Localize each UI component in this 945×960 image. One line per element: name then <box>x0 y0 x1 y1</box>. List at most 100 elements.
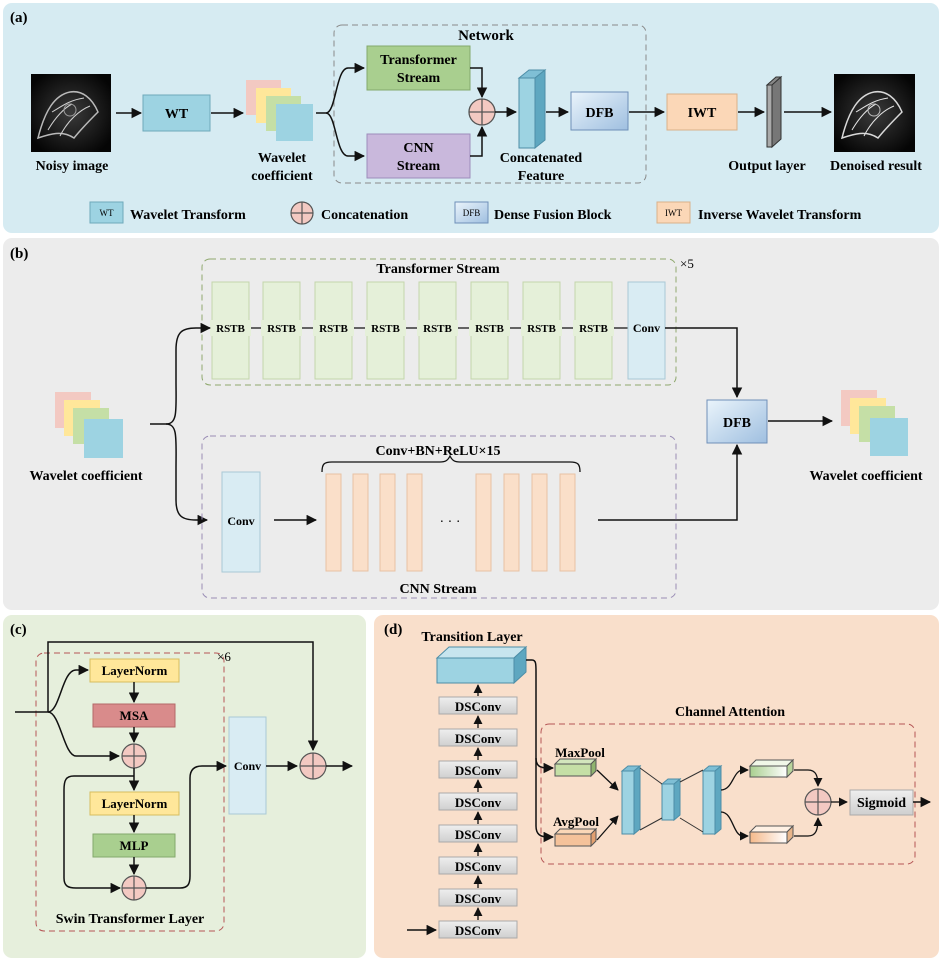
concat-icon-c2 <box>121 875 147 901</box>
conv-c-block <box>228 716 267 815</box>
dsconv-block: DSConv <box>438 856 518 875</box>
dsconv-block: DSConv <box>438 696 518 715</box>
panel-c: (c) ×6 LayerNorm MSA LayerNorm MLP <box>3 615 366 958</box>
cnn-ellipsis: · · · <box>440 515 461 530</box>
conv-bottom-block <box>221 471 261 573</box>
cnn-bar <box>379 473 396 572</box>
dfb-block <box>570 91 629 131</box>
network-title: Network <box>458 28 514 44</box>
legend-wt-swatch <box>89 201 124 224</box>
panel-c-background <box>3 615 366 958</box>
conv-top-block <box>627 281 666 380</box>
cnn-line2: Stream <box>397 159 441 174</box>
denoised-image <box>834 74 915 152</box>
maxpool-block <box>553 757 598 778</box>
dsconv-block: DSConv <box>438 760 518 779</box>
wt-block-label: WT <box>165 107 189 122</box>
attention-max-vector <box>748 758 795 779</box>
cnn-bar <box>531 473 548 572</box>
dsconv-label: DSConv <box>455 827 502 842</box>
swin-repeat: ×6 <box>217 649 231 664</box>
maxpool-label: MaxPool <box>555 745 605 760</box>
dsconv-block: DSConv <box>438 728 518 747</box>
rstb-label: RSTB <box>319 323 348 335</box>
cnn-brace <box>321 454 581 473</box>
dsconv-label: DSConv <box>455 763 502 778</box>
arrow-to-avgpool <box>535 758 555 843</box>
noisy-image <box>31 74 111 152</box>
dfb-label: DFB <box>586 106 614 121</box>
cnn-brace-label: Conv+BN+ReLU×15 <box>375 444 500 459</box>
iwt-label: IWT <box>688 106 717 121</box>
concatenation-icon <box>468 98 496 126</box>
arrow-cnn-to-dfb <box>598 443 743 521</box>
sigmoid-label: Sigmoid <box>857 796 906 811</box>
rstb-block: RSTB <box>521 281 562 380</box>
arrow-to-transformer-b <box>150 322 212 425</box>
dsconv-label: DSConv <box>455 923 502 938</box>
arrow-to-cnn-b <box>165 423 209 526</box>
wavelet-coef-line1: Wavelet <box>258 151 307 166</box>
legend-wt-text: Wavelet Transform <box>130 208 246 223</box>
panel-b: (b) Transformer Stream ×5 RSTB RSTB RSTB… <box>3 238 939 610</box>
swin-outer-skip <box>47 641 319 752</box>
dfb-b-block <box>706 399 768 444</box>
panel-c-tag: (c) <box>10 622 27 638</box>
wavelet-coefficient-output <box>841 390 908 456</box>
rstb-block: RSTB <box>313 281 354 380</box>
dsconv-block: DSConv <box>438 792 518 811</box>
swin-caption: Swin Transformer Layer <box>56 912 205 927</box>
legend-iwt-icon: IWT <box>665 208 682 218</box>
cnn-bar <box>559 473 576 572</box>
dsconv-label: DSConv <box>455 795 502 810</box>
rstb-label: RSTB <box>527 323 556 335</box>
cnn-line1: CNN <box>403 141 433 156</box>
swin-inner-skip <box>63 775 134 894</box>
rstb-label: RSTB <box>579 323 608 335</box>
channel-mlp <box>620 764 723 836</box>
legend-iwt-swatch <box>656 201 691 224</box>
conv-c-label: Conv <box>234 759 261 773</box>
cnn-bars <box>325 473 576 572</box>
dsconv-label: DSConv <box>455 731 502 746</box>
wavelet-coefficient-stack <box>246 80 313 141</box>
rstb-label: RSTB <box>475 323 504 335</box>
dsconv-block: DSConv <box>438 824 518 843</box>
panel-b-tag: (b) <box>10 246 28 262</box>
rstb-label: RSTB <box>216 323 245 335</box>
dsconv-label: DSConv <box>455 699 502 714</box>
rstb-block: RSTB <box>469 281 510 380</box>
panel-d: (d) Transition Layer DSConv DSConv DSCon… <box>374 615 939 958</box>
concatenated-feature-block <box>517 68 547 150</box>
dsconv-block: DSConv <box>438 920 518 939</box>
iwt-block <box>666 93 738 131</box>
rstb-block: RSTB <box>261 281 302 380</box>
arrow-to-transformer <box>325 62 366 114</box>
dsconv-column: DSConv DSConv DSConv DSConv DSConv DSCon… <box>438 684 518 939</box>
transformer-stream-block <box>366 45 471 91</box>
rstb-label: RSTB <box>371 323 400 335</box>
cnn-bar <box>325 473 342 572</box>
wt-block <box>142 94 211 132</box>
noisy-image-label: Noisy image <box>36 159 109 174</box>
arrow-to-cnn <box>325 112 366 162</box>
panel-a-tag: (a) <box>10 10 28 26</box>
output-layer-block <box>765 75 783 149</box>
cnn-stream-box <box>201 435 677 599</box>
dsconv-block: DSConv <box>438 888 518 907</box>
cnn-bar <box>406 473 423 572</box>
rstb-block: RSTB <box>573 281 614 380</box>
transformer-stream-box <box>201 258 677 386</box>
denoised-label: Denoised result <box>830 159 922 174</box>
mlp-label: MLP <box>120 838 149 853</box>
panel-a: (a) Network Noisy image WT Wavelet coeff… <box>3 3 939 233</box>
transformer-repeat: ×5 <box>680 256 694 271</box>
arrow-to-maxpool <box>526 659 555 774</box>
channel-attention-box <box>540 723 916 865</box>
swin-to-conv <box>146 760 228 889</box>
legend-dfb-icon: DFB <box>463 208 481 218</box>
network-box <box>333 24 647 184</box>
msa-label: MSA <box>120 708 150 723</box>
arrow-transformer-to-dfb <box>665 327 743 399</box>
